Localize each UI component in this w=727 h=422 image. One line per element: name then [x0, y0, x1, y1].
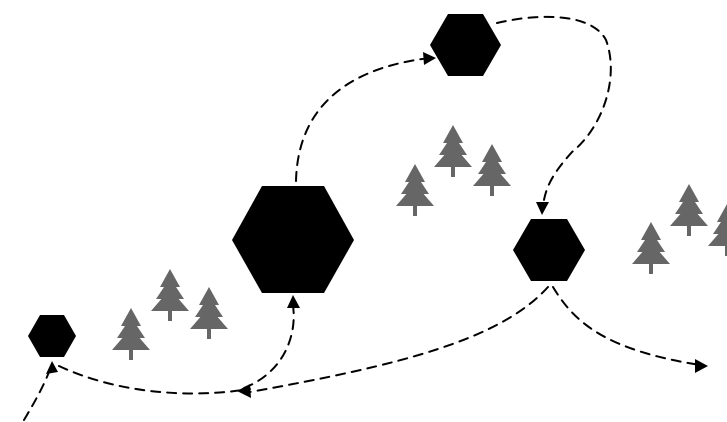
path-right-to-bottom-arrow: [249, 286, 549, 393]
arrow-into-top-node: [423, 52, 436, 65]
right-node: [513, 219, 585, 281]
trees-middle: [396, 125, 511, 216]
path-small-to-bottom-arrow: [58, 365, 251, 395]
arrow-into-right-node: [536, 202, 549, 215]
entry-path: [23, 366, 52, 421]
pine-tree-icon: [434, 125, 472, 177]
arrow-into-small-node: [46, 361, 58, 374]
pine-tree-icon: [473, 144, 511, 196]
arrow-bottom-left: [237, 384, 251, 398]
arrow-into-large-node: [287, 295, 300, 308]
pine-tree-icon: [151, 269, 189, 321]
pine-tree-icon: [670, 184, 708, 236]
pine-tree-icon: [632, 222, 670, 274]
path-top-to-right: [496, 15, 612, 208]
path-large-to-top: [295, 57, 431, 182]
pine-tree-icon: [190, 287, 228, 339]
exit-path: [552, 286, 701, 366]
small-left-node: [28, 315, 76, 357]
arrowheads: [46, 52, 708, 398]
top-node: [430, 14, 501, 76]
nodes: [28, 14, 585, 357]
trees-lower-left: [112, 269, 228, 360]
pine-tree-icon: [708, 204, 727, 256]
arrow-exit: [695, 359, 708, 373]
pine-tree-icon: [112, 308, 150, 360]
path-bottom-arrow-to-large: [243, 299, 295, 389]
route-paths: [23, 15, 701, 421]
large-center-node: [232, 186, 354, 293]
pine-tree-icon: [396, 164, 434, 216]
trees-right: [632, 184, 727, 274]
